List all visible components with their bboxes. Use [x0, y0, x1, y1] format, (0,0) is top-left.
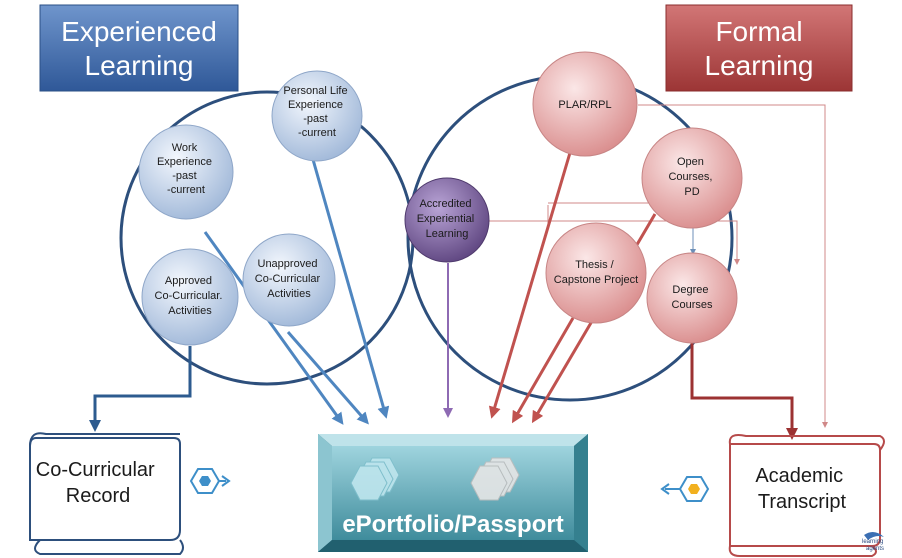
approved-line1: Approved: [165, 275, 212, 287]
logo-text-line1: learning: [862, 539, 883, 545]
work-experience-line4: -current: [167, 184, 205, 196]
node-work-experience: Work Experience -past -current: [138, 124, 234, 220]
node-thesis: Thesis / Capstone Project: [545, 222, 647, 324]
eportfolio-passport-label: ePortfolio/Passport: [342, 511, 563, 538]
personal-life-arrow: [310, 155, 390, 419]
accredited-line1: Accredited: [419, 198, 471, 210]
personal-life-line4: -current: [298, 127, 336, 139]
academic-transcript-label: Academic Transcript: [755, 465, 848, 513]
accredited-to-degree-connector: [488, 220, 740, 265]
co-curricular-line2: Record: [66, 485, 130, 507]
logo-text-line2: agents: [866, 546, 884, 552]
academic-line1: Academic: [755, 465, 843, 487]
logo-swoosh-icon: [864, 531, 884, 540]
co-curricular-record-label: Co-Curricular Record: [36, 459, 160, 507]
degree-line1: Degree: [672, 284, 708, 296]
unapproved-line3: Activities: [267, 288, 311, 300]
node-degree: Degree Courses: [646, 252, 738, 344]
thesis-line2: Capstone Project: [554, 274, 638, 286]
accredited-line3: Learning: [426, 228, 469, 240]
work-experience-line1: Work: [172, 142, 198, 154]
node-open-courses: Open Courses, PD: [641, 127, 743, 229]
blue-hexagon-stack-icon: [350, 457, 400, 501]
academic-transcript-scroll: Academic Transcript: [728, 434, 885, 557]
formal-title-line2: Learning: [705, 50, 814, 81]
thesis-arrow: [511, 317, 575, 424]
personal-life-line3: -past: [303, 113, 327, 125]
plar-label: PLAR/RPL: [558, 99, 611, 111]
formal-title-line1: Formal: [715, 16, 802, 47]
open-courses-line1: Open: [677, 156, 704, 168]
formal-learning-box: Formal Learning: [665, 4, 853, 92]
degree-label: Degree Courses: [672, 284, 713, 311]
thin-connectors: [488, 104, 828, 428]
blue-hex-arrow-icon: [189, 468, 231, 494]
personal-life-line2: Experience: [288, 99, 343, 111]
open-courses-label: Open Courses, PD: [668, 156, 715, 198]
accredited-line2: Experiential: [417, 213, 474, 225]
unapproved-line2: Co-Curricular: [255, 273, 321, 285]
node-approved: Approved Co-Curricular. Activities: [141, 248, 239, 346]
open-courses-line3: PD: [684, 186, 699, 198]
thesis-label: Thesis / Capstone Project: [554, 259, 638, 286]
work-experience-arrow: [203, 231, 344, 425]
personal-life-line1: Personal Life: [283, 85, 347, 97]
node-unapproved: Unapproved Co-Curricular Activities: [242, 233, 336, 327]
plar-arrow: [488, 145, 574, 419]
unapproved-arrow: [286, 331, 369, 425]
yellow-hex-arrow-icon: [660, 476, 710, 502]
degree-line2: Courses: [672, 299, 713, 311]
learning-agents-logo: learning agents: [862, 531, 884, 552]
personal-life-label: Personal Life Experience -past -current: [283, 85, 350, 139]
eportfolio-passport-panel: ePortfolio/Passport: [318, 434, 588, 552]
node-plar: PLAR/RPL: [532, 51, 638, 157]
experienced-title-line1: Experienced: [61, 16, 217, 47]
unapproved-line1: Unapproved: [258, 258, 318, 270]
approved-line3: Activities: [168, 305, 212, 317]
work-experience-line3: -past: [172, 170, 196, 182]
blue-arrows: [203, 155, 390, 425]
degree-to-transcript-arrow: [690, 339, 798, 440]
approved-to-record-arrow: [89, 346, 192, 432]
unapproved-label: Unapproved Co-Curricular Activities: [255, 258, 323, 300]
work-experience-label: Work Experience -past -current: [157, 142, 215, 196]
approved-label: Approved Co-Curricular. Activities: [155, 275, 226, 317]
open-courses-line2: Courses,: [668, 171, 712, 183]
accredited-label: Accredited Experiential Learning: [417, 198, 478, 240]
academic-line2: Transcript: [758, 491, 847, 513]
plar-to-transcript-connector: [638, 104, 828, 428]
co-curricular-record-scroll: Co-Curricular Record: [29, 432, 184, 555]
experienced-learning-box: Experienced Learning: [39, 4, 239, 92]
node-personal-life: Personal Life Experience -past -current: [271, 70, 363, 162]
grey-hexagon-stack-icon: [470, 457, 520, 501]
work-experience-line2: Experience: [157, 156, 212, 168]
experienced-title-line2: Learning: [85, 50, 194, 81]
co-curricular-line1: Co-Curricular: [36, 459, 155, 481]
node-accredited: Accredited Experiential Learning: [404, 177, 490, 263]
thesis-line1: Thesis /: [575, 259, 614, 271]
approved-line2: Co-Curricular.: [155, 290, 223, 302]
